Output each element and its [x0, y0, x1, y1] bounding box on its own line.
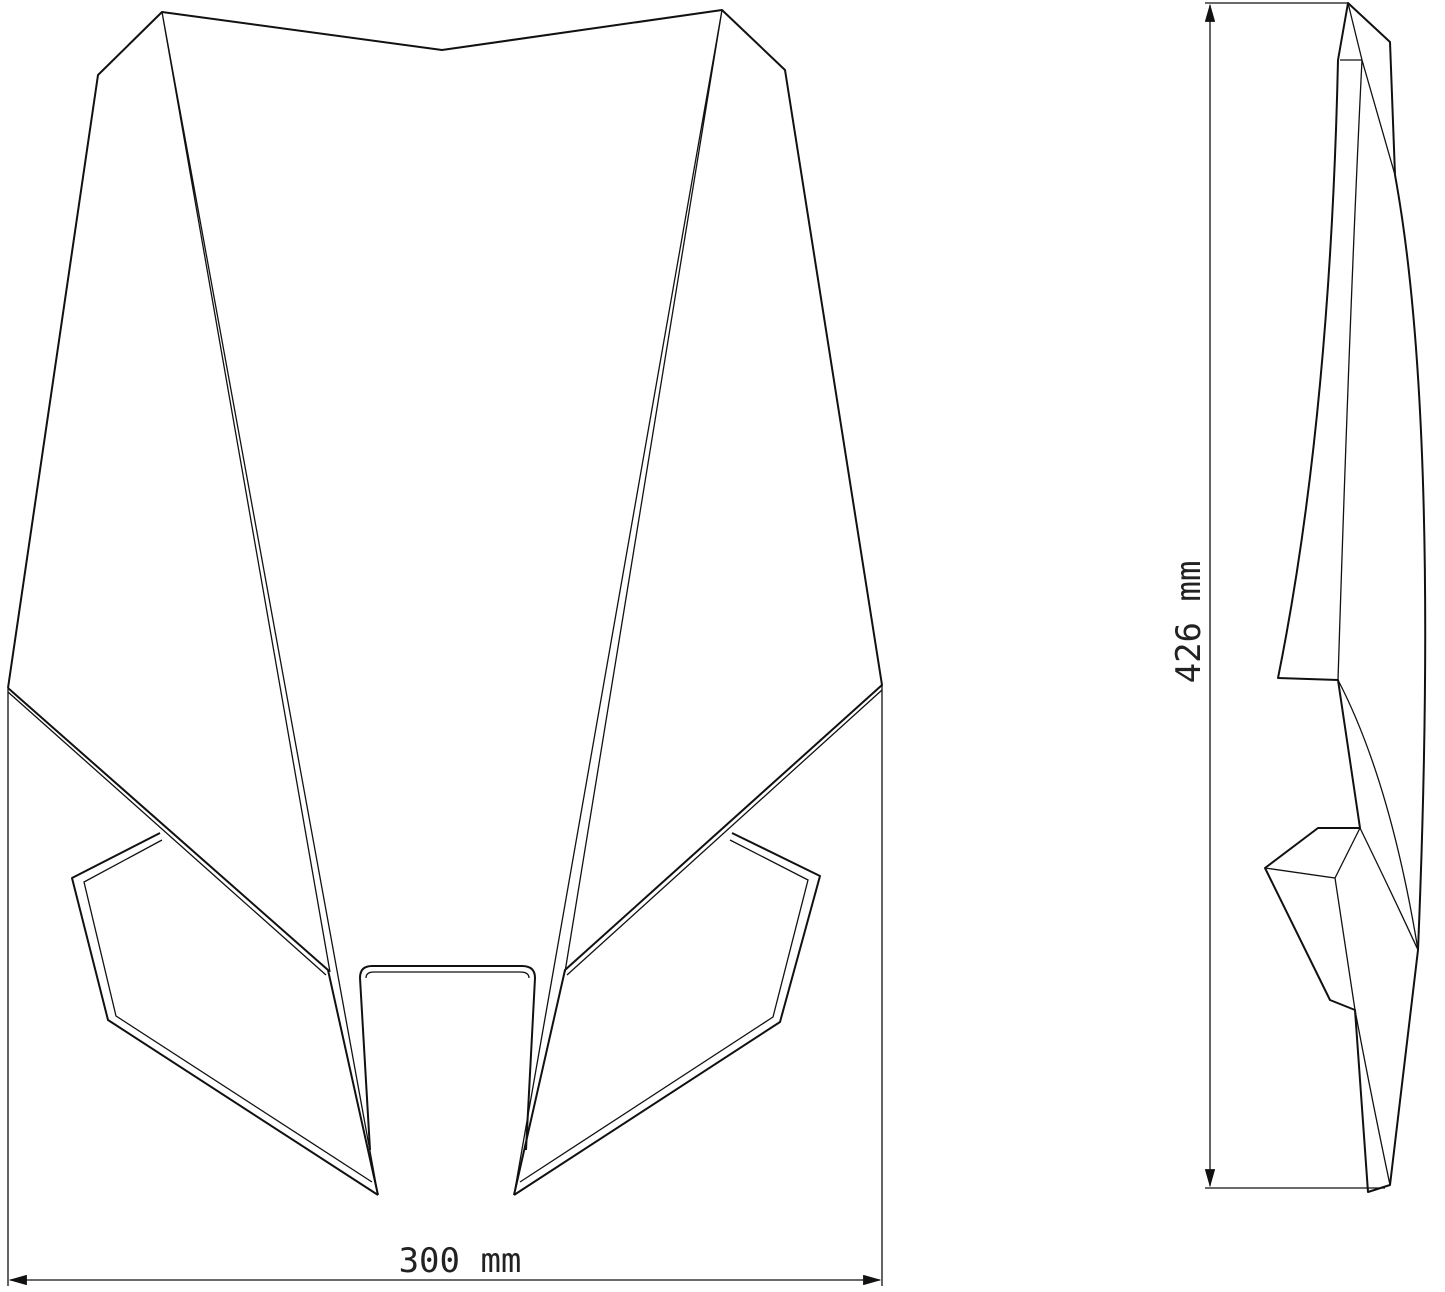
center-notch: [359, 965, 536, 1151]
side-inner-lines: [1264, 2, 1419, 1186]
front-view: [7, 9, 883, 1196]
left-wing-inner: [83, 839, 373, 1183]
width-dimension: 300 mm: [7, 685, 883, 1286]
right-wing: [513, 832, 821, 1196]
side-outline: [1264, 2, 1427, 1193]
front-right-ridge: [513, 9, 883, 1196]
height-dimension: 426 mm: [1169, 2, 1385, 1189]
center-notch-inner: [365, 971, 530, 979]
right-wing-inner: [519, 839, 809, 1183]
side-view: [1264, 2, 1427, 1193]
width-dimension-label: 300 mm: [399, 1241, 522, 1281]
front-outline: [7, 9, 883, 1196]
height-dimension-label: 426 mm: [1169, 561, 1209, 684]
left-wing: [71, 832, 379, 1196]
front-left-ridge: [7, 11, 379, 1196]
